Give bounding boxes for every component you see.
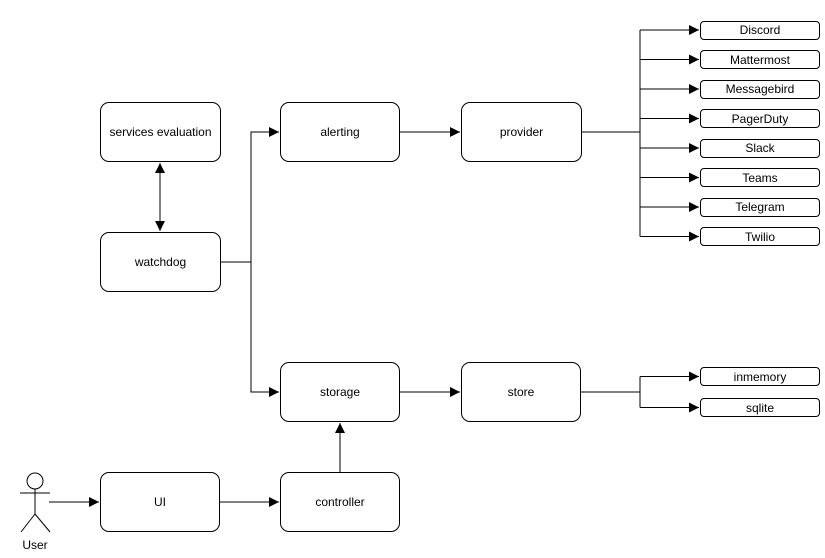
actor-leg-right bbox=[35, 514, 50, 532]
node-discord: Discord bbox=[700, 20, 820, 40]
node-store: store bbox=[461, 362, 581, 422]
node-alerting: alerting bbox=[280, 102, 400, 162]
node-provider: provider bbox=[461, 102, 582, 162]
actor-leg-left bbox=[21, 514, 35, 532]
node-controller: controller bbox=[280, 472, 400, 532]
node-mattermost: Mattermost bbox=[700, 50, 820, 69]
node-teams: Teams bbox=[700, 168, 820, 187]
node-pagerduty: PagerDuty bbox=[700, 109, 820, 128]
node-storage: storage bbox=[280, 362, 400, 422]
node-telegram: Telegram bbox=[700, 197, 820, 217]
edge-watchdog-alerting bbox=[221, 127, 279, 262]
node-twilio: Twilio bbox=[700, 227, 820, 246]
node-ui: UI bbox=[100, 472, 220, 532]
node-messagebird: Messagebird bbox=[700, 79, 820, 99]
user-actor-label: User bbox=[22, 538, 48, 552]
node-services-evaluation: services evaluation bbox=[100, 102, 221, 162]
node-slack: Slack bbox=[700, 138, 820, 158]
node-inmemory: inmemory bbox=[700, 367, 820, 386]
node-watchdog: watchdog bbox=[100, 232, 221, 292]
node-sqlite: sqlite bbox=[700, 398, 820, 417]
actor-head bbox=[27, 473, 43, 489]
edge-watchdog-storage bbox=[251, 262, 279, 397]
user-actor-icon bbox=[20, 473, 50, 532]
